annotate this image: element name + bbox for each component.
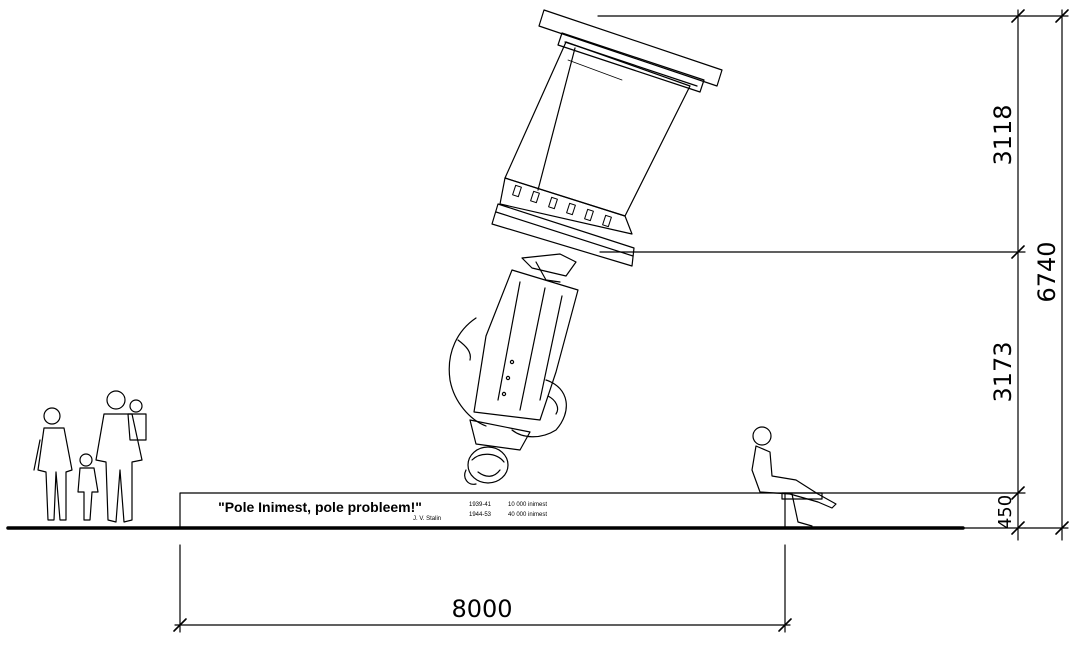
plinth <box>179 492 786 529</box>
dimension-total-height <box>1024 9 1069 541</box>
plinth-stat-count-2: 40 000 inimest <box>508 512 547 518</box>
dimension-label-base: 450 <box>995 495 1016 529</box>
plinth-quote: "Pole Inimest, pole probleem!" <box>218 499 422 515</box>
dimension-label-total: 6740 <box>1033 241 1061 302</box>
plinth-stat-years-2: 1944-53 <box>469 512 492 518</box>
dimension-width <box>173 544 792 633</box>
dimension-label-top: 3118 <box>989 104 1017 165</box>
people-family-left <box>33 390 147 523</box>
person-seated-right <box>751 426 837 527</box>
inverted-statue <box>448 253 579 485</box>
dimension-vertical-chain <box>597 9 1026 541</box>
plinth-stat-count-1: 10 000 inimest <box>508 502 547 508</box>
dimension-label-width: 8000 <box>451 595 512 623</box>
plinth-quote-author: J. V. Stalin <box>413 516 441 522</box>
inverted-column <box>491 9 723 267</box>
dimension-label-middle: 3173 <box>989 341 1017 402</box>
plinth-stat-years-1: 1939-41 <box>469 502 492 508</box>
